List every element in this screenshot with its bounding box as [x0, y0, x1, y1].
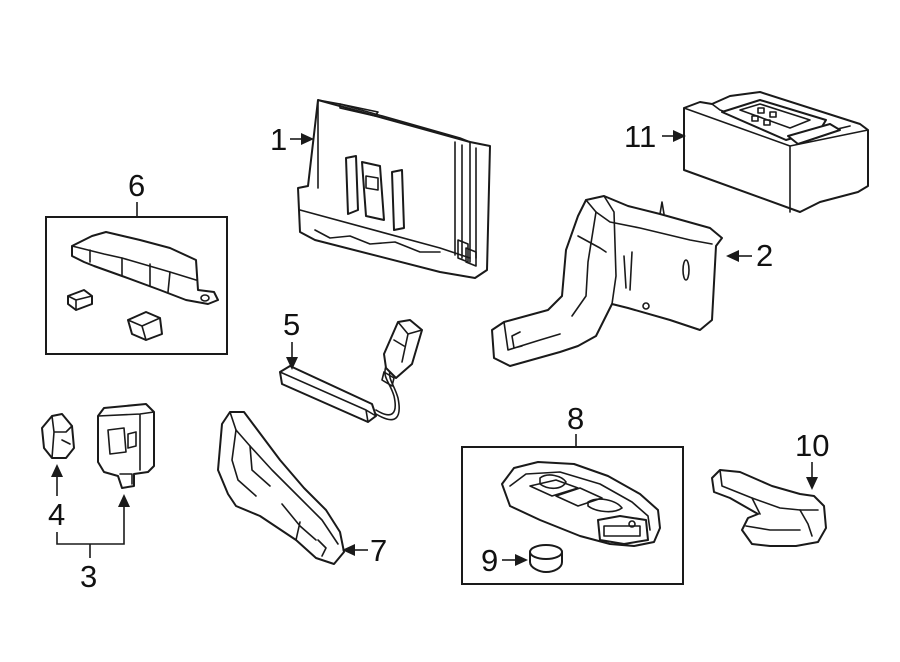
callout-5: 5 — [283, 307, 300, 370]
part-8-box — [461, 446, 684, 585]
part-8-key-fob[interactable] — [461, 446, 684, 585]
part-6-bracket-kit[interactable] — [45, 216, 228, 355]
callout-6: 6 — [128, 168, 145, 216]
part-2-bracket[interactable] — [491, 195, 723, 367]
part-6-box — [45, 216, 228, 355]
callout-1-number: 1 — [270, 122, 287, 157]
part-4-clip[interactable] — [41, 413, 75, 459]
part-7-bracket[interactable] — [217, 411, 345, 565]
callout-4: 4 — [48, 464, 65, 532]
part-10-cover[interactable] — [711, 469, 827, 547]
callout-9-number: 9 — [481, 543, 498, 578]
part-5-antenna[interactable] — [279, 319, 423, 423]
callout-6-number: 6 — [128, 168, 145, 203]
callout-9: 9 — [481, 543, 528, 578]
callout-10: 10 — [795, 428, 829, 490]
part-9-battery[interactable] — [529, 544, 563, 573]
callout-3-number: 3 — [80, 559, 97, 594]
part-3-sensor[interactable] — [97, 403, 155, 489]
callout-8-number: 8 — [567, 401, 584, 436]
part-11-module[interactable] — [683, 91, 869, 213]
callout-8: 8 — [567, 401, 584, 446]
callout-5-number: 5 — [283, 307, 300, 342]
callout-2-number: 2 — [756, 238, 773, 273]
callout-10-number: 10 — [795, 428, 829, 463]
callout-1: 1 — [270, 122, 314, 157]
callout-4-number: 4 — [48, 497, 65, 532]
callout-2: 2 — [726, 238, 773, 273]
callout-3: 3 — [56, 494, 130, 594]
callout-7: 7 — [342, 533, 387, 568]
part-1-control-module[interactable] — [297, 99, 491, 279]
callout-11-number: 11 — [624, 119, 656, 154]
callout-7-number: 7 — [370, 533, 387, 568]
callout-11: 11 — [624, 119, 686, 154]
